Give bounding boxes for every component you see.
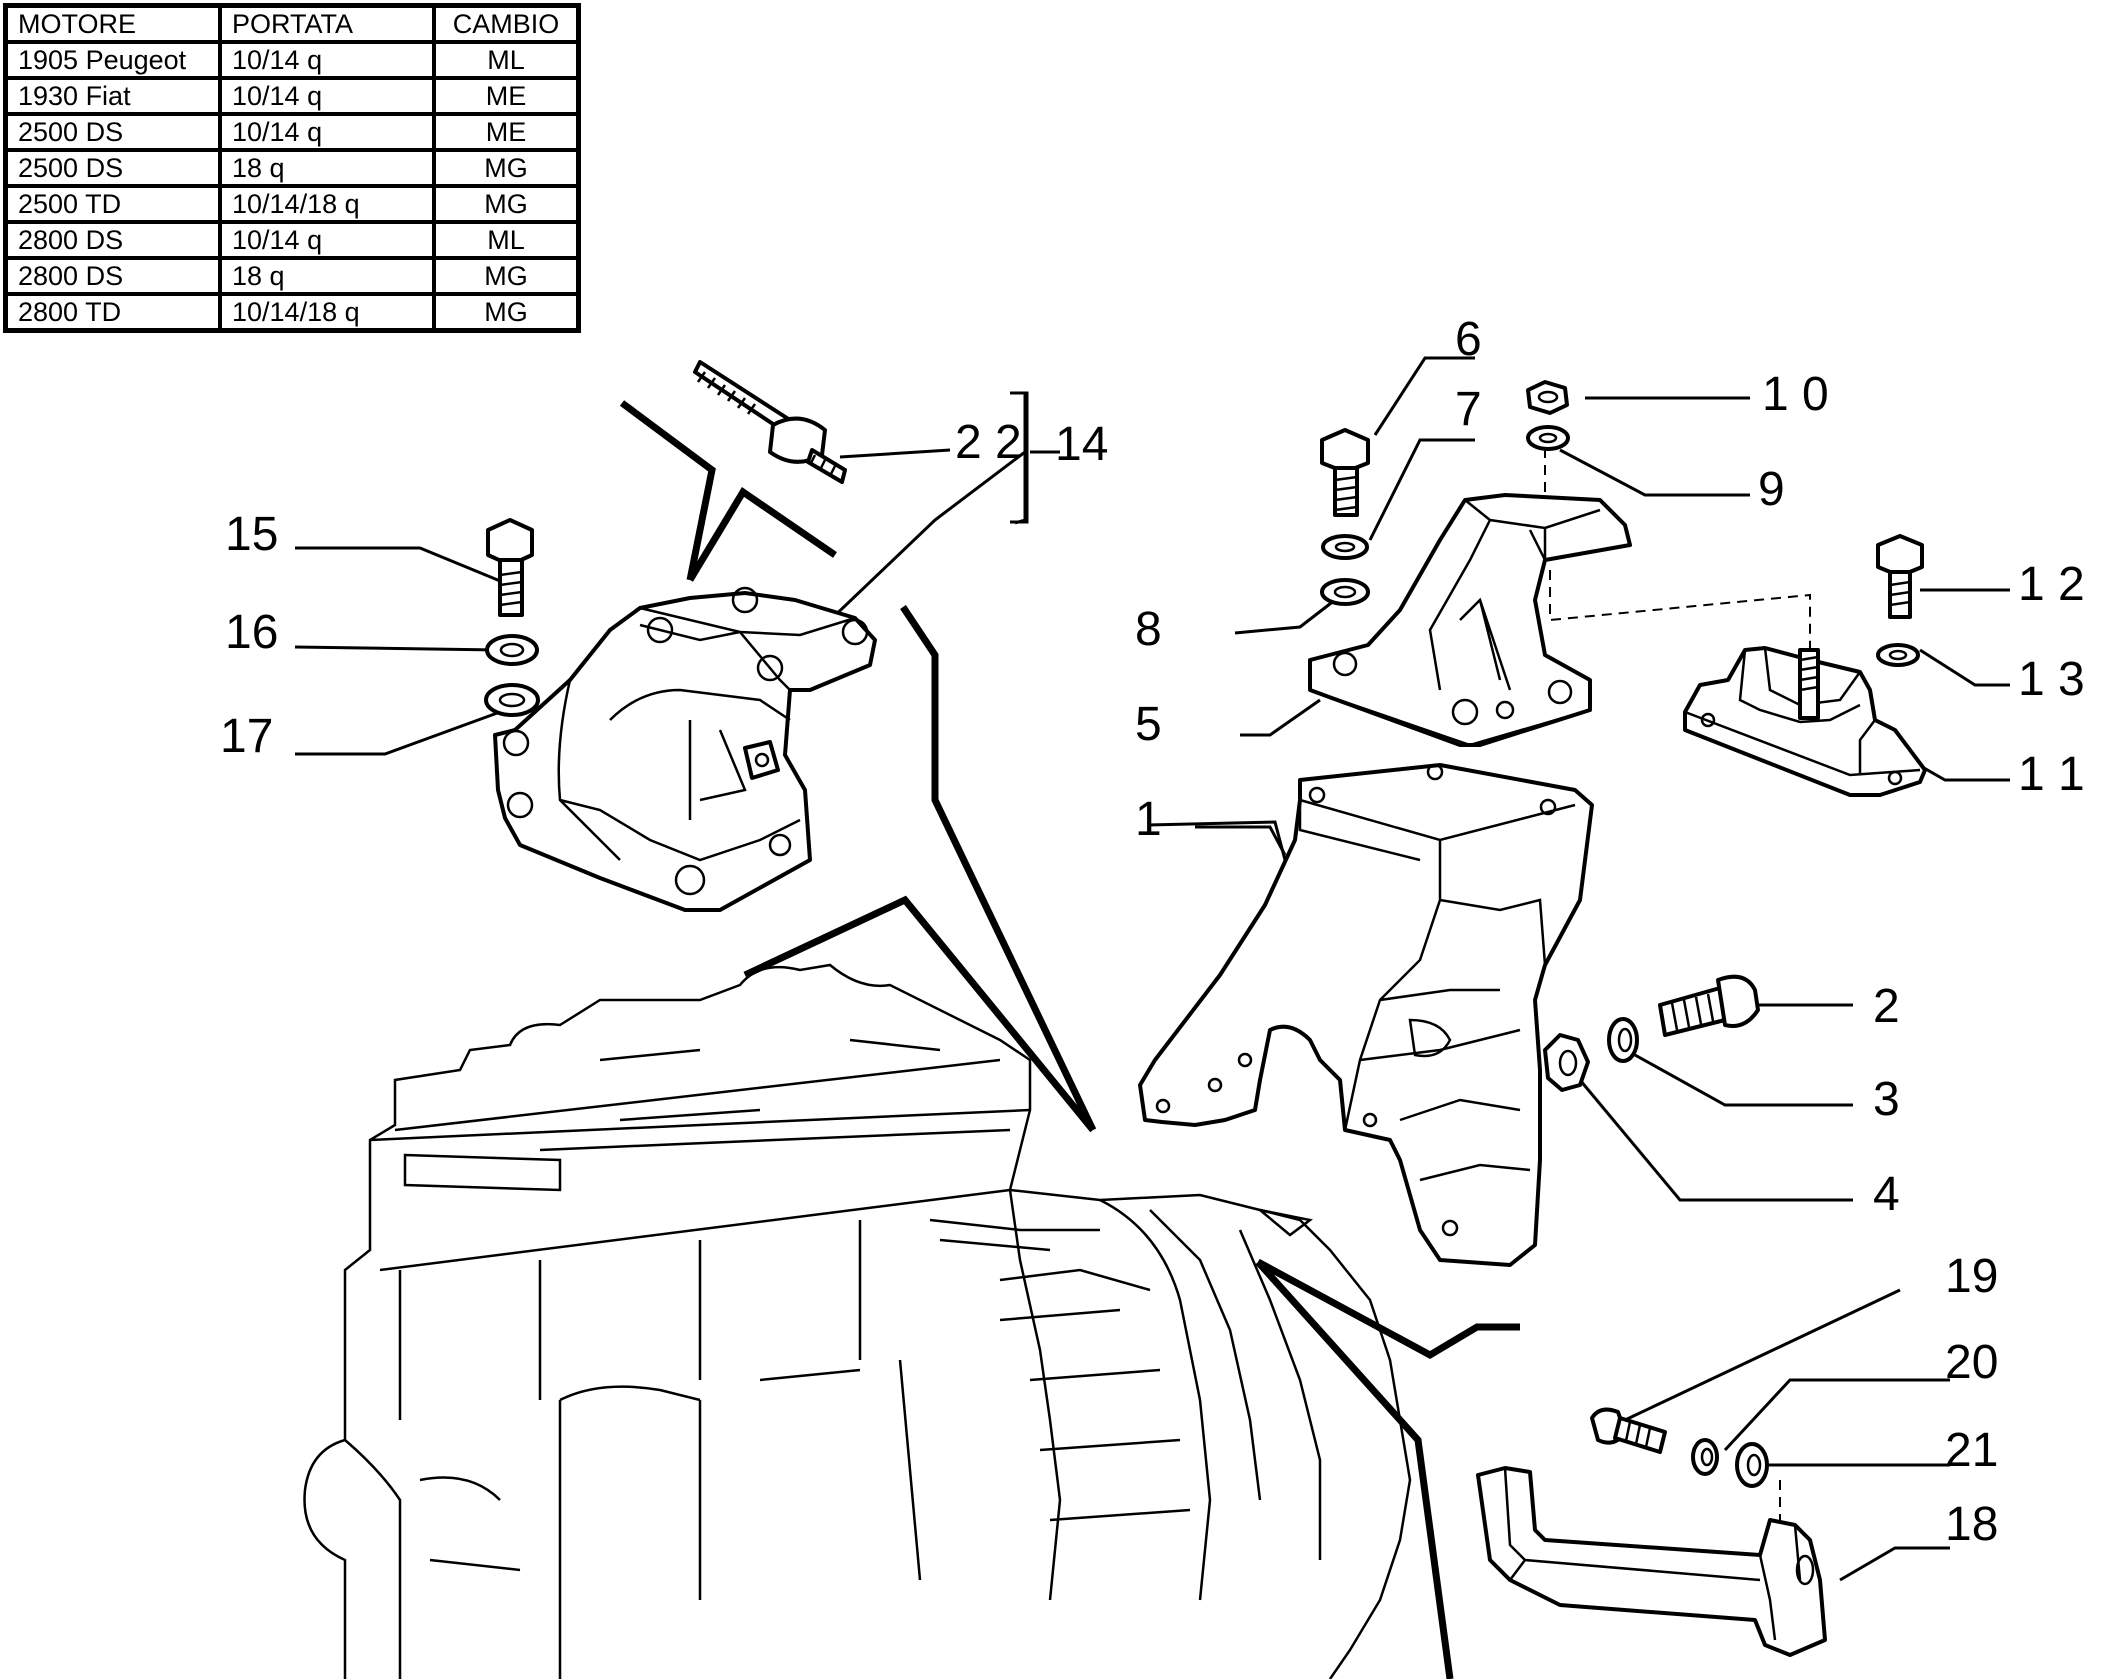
spring-washer-part-3	[1607, 1017, 1639, 1063]
callout-13: 1 3	[2018, 653, 2085, 706]
table-row: 1930 Fiat 10/14 q ME	[3, 76, 581, 116]
callout-7: 7	[1455, 383, 1482, 436]
table-row: 2500 DS 10/14 q ME	[3, 112, 581, 152]
callout-22: 2 2	[955, 416, 1022, 469]
callout-18: 18	[1945, 1498, 1998, 1551]
callout-9: 9	[1758, 463, 1785, 516]
main-bracket-part-1	[1138, 763, 1594, 1267]
callout-16: 16	[225, 606, 278, 659]
callout-6: 6	[1455, 313, 1482, 366]
washer-part-9	[1526, 425, 1570, 451]
callout-20: 20	[1945, 1336, 1998, 1389]
bracket-part-14	[493, 586, 877, 912]
header-portata: PORTATA	[218, 3, 436, 44]
screw-part-15	[486, 518, 534, 617]
cell-portata: 10/14/18 q	[218, 292, 436, 333]
cell-portata: 18 q	[218, 256, 436, 296]
washer-part-21	[1735, 1442, 1769, 1488]
spring-washer-part-7	[1321, 534, 1369, 560]
callout-14: 14	[1055, 418, 1108, 471]
table-header-row: MOTORE PORTATA CAMBIO	[3, 3, 581, 44]
nut-part-4	[1543, 1033, 1590, 1092]
callout-2: 2	[1873, 980, 1900, 1033]
cell-portata: 10/14 q	[218, 112, 436, 152]
callout-12: 1 2	[2018, 558, 2085, 611]
callout-8: 8	[1135, 603, 1162, 656]
stud-bolt-part-22	[693, 360, 847, 484]
callout-1: 1	[1135, 793, 1162, 846]
cell-motore: 2800 DS	[3, 220, 222, 260]
engine-gearbox-outline	[303, 963, 1412, 1679]
callout-15: 15	[225, 508, 278, 561]
cell-portata: 18 q	[218, 148, 436, 188]
nut-part-10	[1526, 380, 1569, 415]
screw-part-2	[1658, 974, 1760, 1037]
callout-labels: 1 2 3 4 5 6 7 8 9 1 0 1 1 1 2 1 3 14 15 …	[220, 313, 2085, 1551]
callout-3: 3	[1873, 1073, 1900, 1126]
rubber-mount-part-11	[1683, 646, 1927, 797]
cell-portata: 10/14 q	[218, 40, 436, 80]
cell-portata: 10/14/18 q	[218, 184, 436, 224]
callout-10: 1 0	[1762, 368, 1829, 421]
table-row: 2500 TD 10/14/18 q MG	[3, 184, 581, 224]
support-part-5	[1308, 493, 1632, 747]
callout-17: 17	[220, 710, 273, 763]
spring-washer-part-16	[485, 634, 539, 666]
cell-cambio: ME	[432, 112, 581, 152]
cell-cambio: ME	[432, 76, 581, 116]
cell-motore: 2500 DS	[3, 148, 222, 188]
callout-21: 21	[1945, 1424, 1998, 1477]
cell-motore: 2500 TD	[3, 184, 222, 224]
callout-5: 5	[1135, 698, 1162, 751]
cell-cambio: MG	[432, 292, 581, 333]
leader-lines	[294, 356, 2010, 1679]
washer-part-17	[484, 683, 540, 717]
spring-washer-part-20	[1691, 1438, 1719, 1476]
cell-motore: 2800 TD	[3, 292, 222, 333]
u-bracket-part-18	[1476, 1466, 1827, 1657]
cell-motore: 1905 Peugeot	[3, 40, 222, 80]
cell-cambio: MG	[432, 256, 581, 296]
table-row: 2500 DS 18 q MG	[3, 148, 581, 188]
cell-cambio: ML	[432, 220, 581, 260]
cell-portata: 10/14 q	[218, 76, 436, 116]
callout-19: 19	[1945, 1250, 1998, 1303]
washer-part-8	[1320, 578, 1370, 606]
cell-cambio: ML	[432, 40, 581, 80]
table-row: 2800 DS 10/14 q ML	[3, 220, 581, 260]
screw-part-12	[1876, 534, 1924, 619]
header-motore: MOTORE	[3, 3, 222, 44]
cell-cambio: MG	[432, 148, 581, 188]
cell-motore: 2800 DS	[3, 256, 222, 296]
spec-table: MOTORE PORTATA CAMBIO 1905 Peugeot 10/14…	[3, 3, 581, 333]
screw-part-19	[1590, 1407, 1667, 1454]
cell-motore: 2500 DS	[3, 112, 222, 152]
cell-cambio: MG	[432, 184, 581, 224]
callout-4: 4	[1873, 1168, 1900, 1221]
table-row: 1905 Peugeot 10/14 q ML	[3, 40, 581, 80]
spring-washer-part-13	[1876, 643, 1920, 667]
callout-11: 1 1	[2018, 748, 2085, 801]
screw-part-6	[1320, 428, 1370, 517]
table-row: 2800 DS 18 q MG	[3, 256, 581, 296]
cell-motore: 1930 Fiat	[3, 76, 222, 116]
table-row: 2800 TD 10/14/18 q MG	[3, 292, 581, 333]
cell-portata: 10/14 q	[218, 220, 436, 260]
group-bracket-22-14	[1010, 391, 1029, 524]
header-cambio: CAMBIO	[432, 3, 581, 44]
